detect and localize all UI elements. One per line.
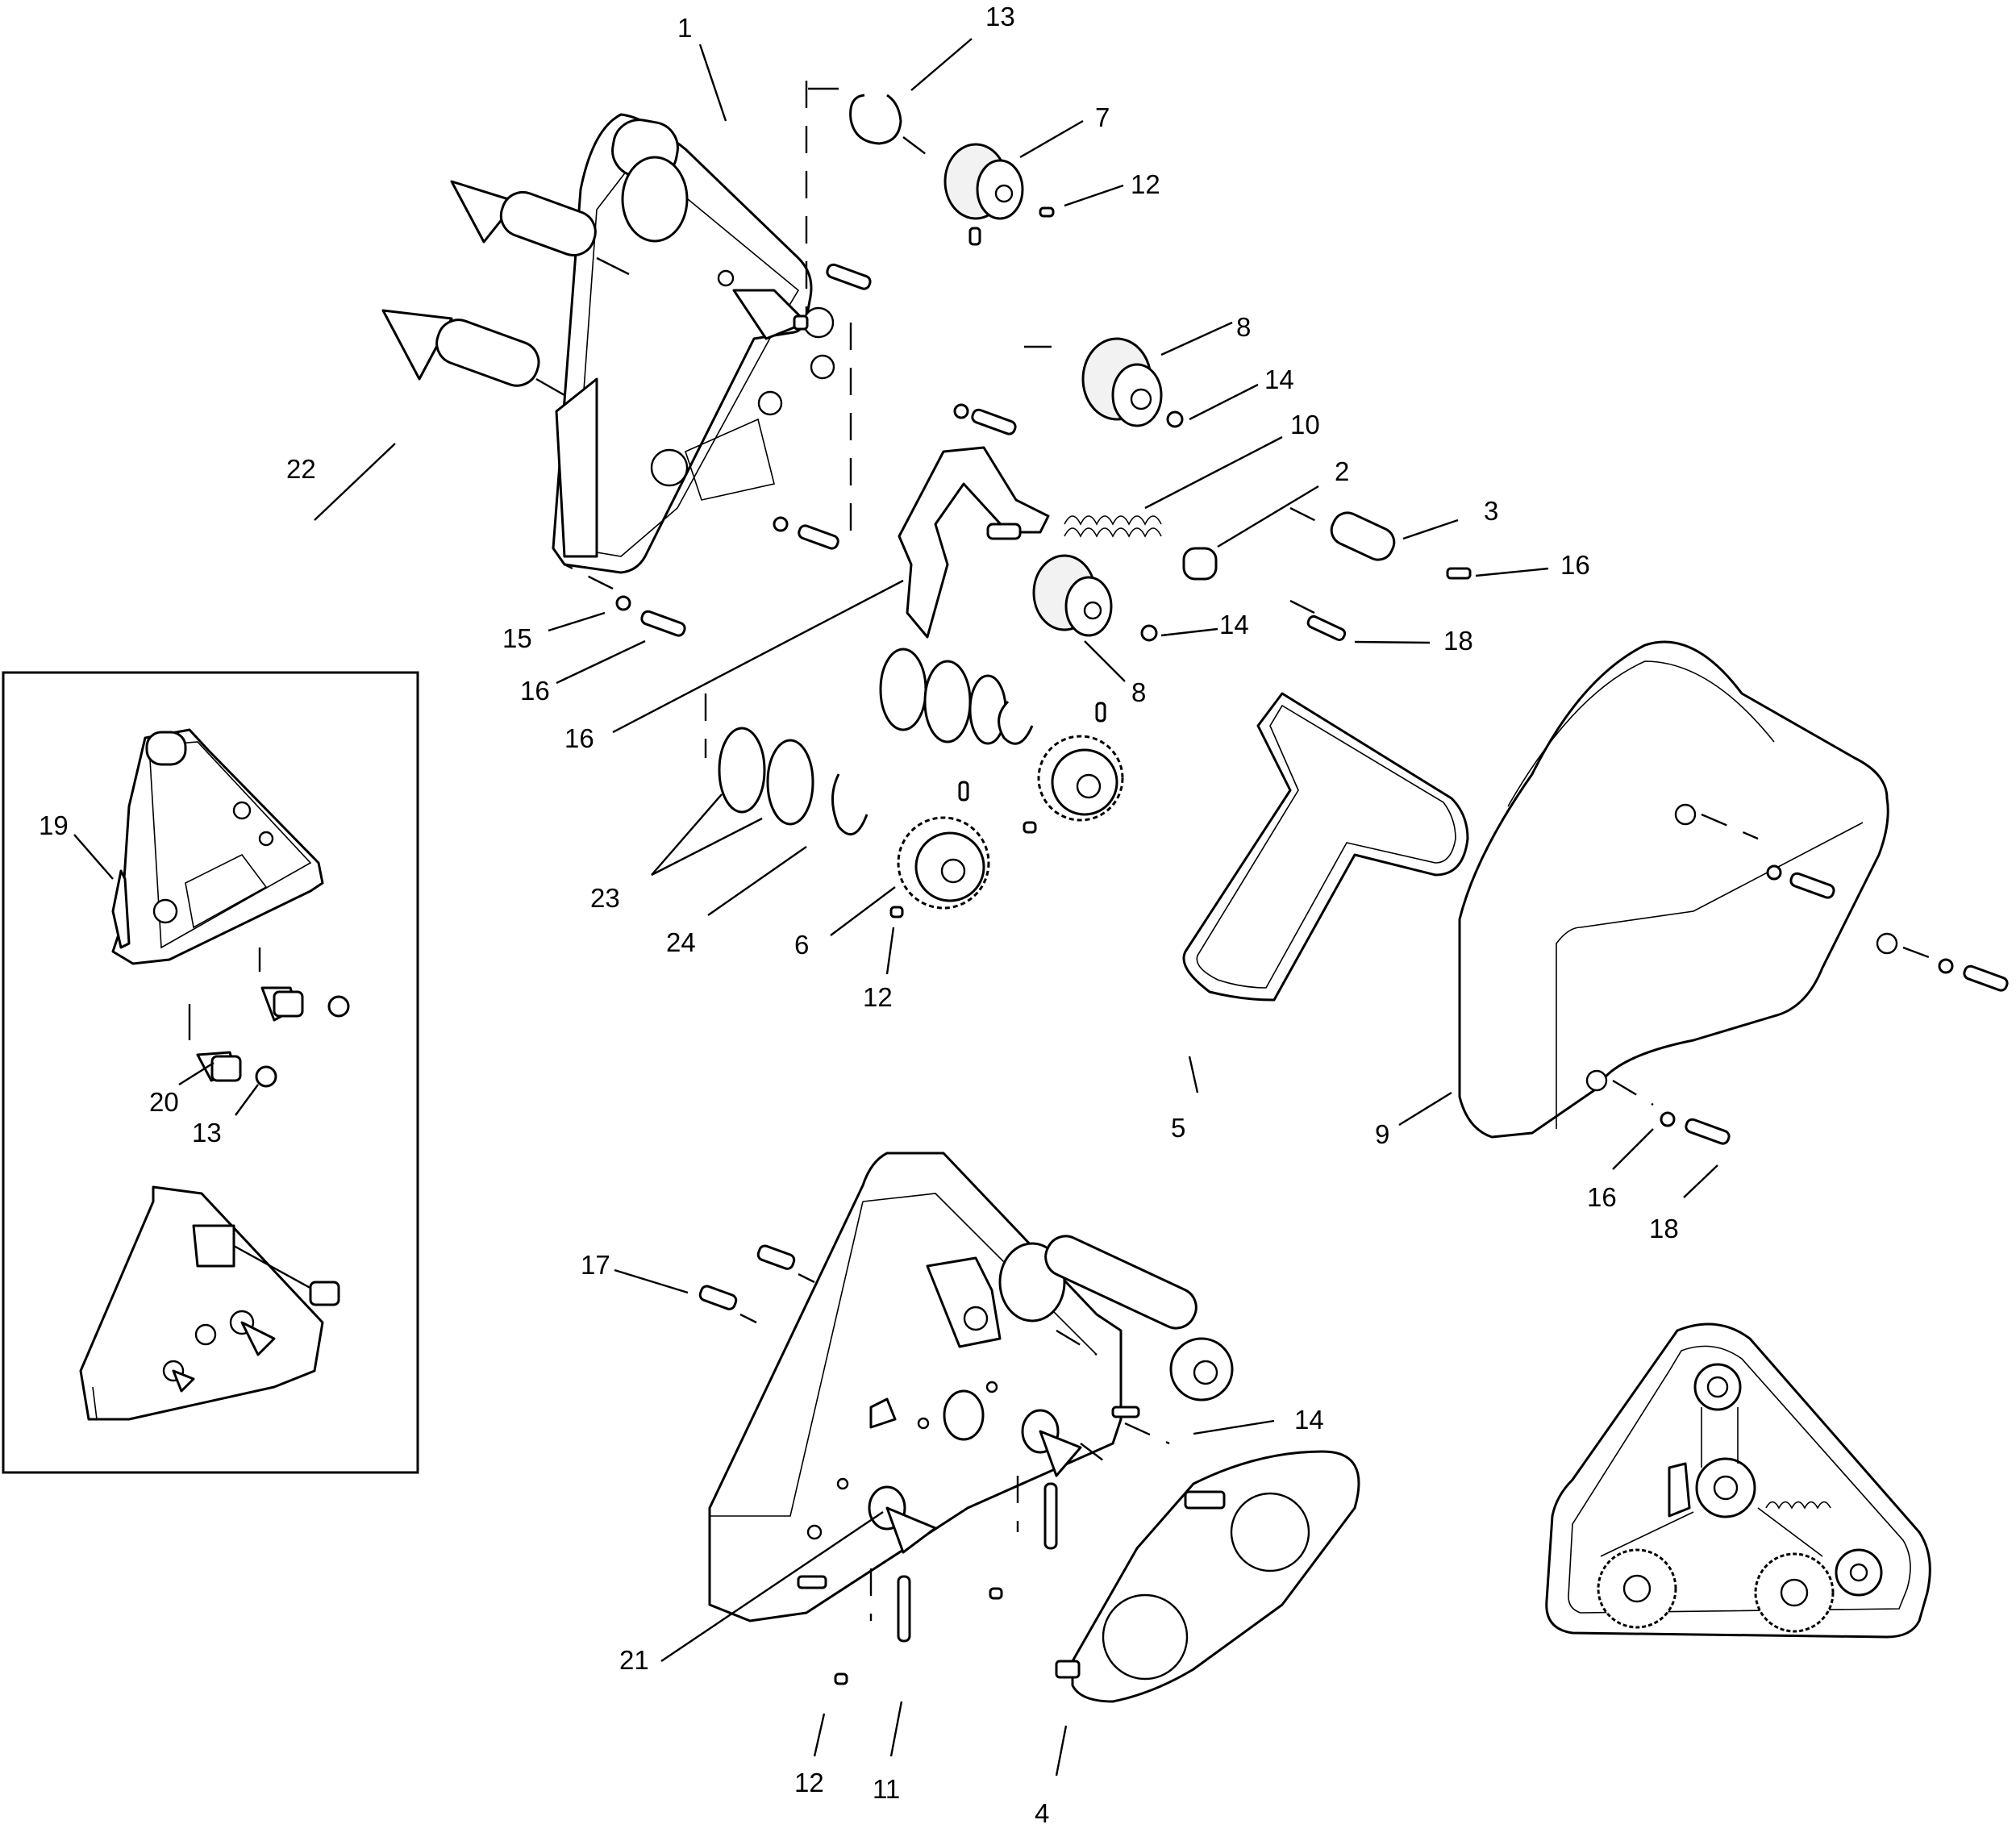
callout-8-bottom: 8 (1131, 677, 1146, 707)
tension-lever-15 (898, 446, 1050, 639)
callout-2: 2 (1335, 456, 1349, 486)
callout-1: 1 (677, 13, 692, 43)
callout-3: 3 (1484, 496, 1498, 526)
pulley-8-bottom (1032, 554, 1158, 642)
callout-22: 22 (286, 454, 316, 484)
callout-8-top: 8 (1236, 312, 1251, 342)
bearing-pair-upper (879, 648, 1034, 745)
shaft-pin-lower (381, 309, 565, 397)
callout-15-label: 16 (564, 723, 594, 753)
callout-12-top: 12 (1131, 169, 1160, 199)
callout-16-bottom: 16 (1587, 1182, 1617, 1212)
pulley-7 (943, 143, 1055, 246)
callout-18-bottom: 18 (1649, 1214, 1679, 1243)
gear-6-lower (889, 781, 990, 918)
callout-24: 24 (666, 927, 696, 957)
callout-16-right: 16 (1560, 550, 1590, 580)
callout-14-top: 14 (1264, 364, 1294, 394)
pulley-8-top (1024, 337, 1184, 428)
callout-17-top: 16 (520, 676, 550, 706)
callout-7: 7 (1095, 102, 1110, 132)
callout-labels: 1 13 7 12 8 14 10 2 3 16 14 18 8 22 15 1… (39, 2, 1679, 1828)
callout-13-top: 13 (985, 2, 1015, 31)
spring-10 (1064, 515, 1162, 538)
inset-shaft-lower (188, 948, 350, 1088)
lower-screws-17 (698, 1244, 815, 1324)
callout-12-lower: 12 (794, 1768, 824, 1797)
callout-20: 20 (149, 1087, 179, 1117)
callout-14-mid: 14 (1219, 610, 1249, 639)
leader-lines (73, 38, 1718, 1776)
drive-belt-5 (1182, 692, 1469, 1002)
callout-4: 4 (1035, 1798, 1049, 1828)
callout-23: 23 (590, 883, 620, 913)
bearing-pair-lower (718, 727, 868, 836)
callout-11: 11 (873, 1774, 900, 1804)
spacer-2 (1182, 547, 1218, 581)
callout-16-left: 15 (502, 623, 532, 653)
callout-5: 5 (1171, 1113, 1185, 1143)
inset-housing-assembly (111, 728, 324, 965)
screw-18-right (1289, 599, 1347, 641)
callout-12-mid: 12 (863, 982, 893, 1012)
assembled-view (1545, 1322, 1931, 1639)
retaining-ring-13-top (849, 94, 902, 145)
inset-housing-front (79, 1185, 340, 1421)
lower-housing (708, 1152, 1234, 1622)
callout-10: 10 (1290, 410, 1320, 439)
callout-17-lower: 17 (581, 1250, 610, 1280)
main-housing (552, 81, 852, 574)
housing-screws (564, 263, 1017, 637)
shaft-pin-upper (450, 180, 630, 276)
callout-6: 6 (794, 930, 809, 960)
callout-18-right: 18 (1443, 626, 1473, 656)
housing-cover-9 (1458, 640, 1936, 1139)
callout-14-lower: 14 (1294, 1405, 1324, 1435)
spacer-3 (1289, 506, 1472, 580)
cover-fasteners (1660, 864, 2009, 1145)
callout-13-inset: 13 (192, 1118, 222, 1148)
gear-6-upper (1023, 702, 1124, 834)
callout-19: 19 (39, 810, 69, 840)
callout-21: 21 (619, 1645, 649, 1675)
callout-9: 9 (1375, 1119, 1389, 1149)
cover-plate-4 (1055, 1450, 1360, 1703)
dowel-pins-11 (834, 1476, 1058, 1685)
